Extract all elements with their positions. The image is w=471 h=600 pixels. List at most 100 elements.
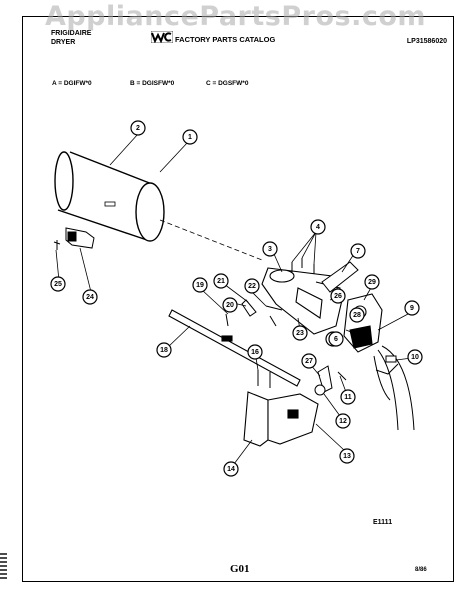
brand-label: FRIGIDAIRE DRYER bbox=[51, 29, 111, 47]
callout-11: 11 bbox=[340, 389, 356, 405]
callout-number: 11 bbox=[344, 394, 352, 401]
edge-registration-marks bbox=[0, 553, 7, 579]
callout-number: 2 bbox=[136, 125, 140, 132]
callout-18: 18 bbox=[156, 342, 172, 358]
catalog-part-number: LP31586020 bbox=[406, 38, 447, 45]
callout-circle bbox=[50, 276, 66, 292]
callout-9: 9 bbox=[404, 300, 420, 316]
callout-10: 10 bbox=[407, 349, 423, 365]
callout-21: 21 bbox=[213, 273, 229, 289]
support-bracket bbox=[243, 391, 319, 447]
screw-part bbox=[53, 240, 61, 250]
callout-circle bbox=[335, 413, 351, 429]
wiring-harness bbox=[373, 345, 415, 431]
callout-22: 22 bbox=[244, 278, 260, 294]
callout-number: 18 bbox=[160, 347, 168, 354]
callout-28: 28 bbox=[349, 307, 365, 323]
callout-circle bbox=[244, 278, 260, 294]
callout-circle bbox=[328, 331, 344, 347]
callout-26: 26 bbox=[330, 288, 346, 304]
callout-number: 1 bbox=[188, 134, 192, 141]
callout-circle bbox=[247, 344, 263, 360]
callout-number: 24 bbox=[86, 294, 94, 301]
callout-number: 9 bbox=[410, 305, 414, 312]
callout-circle bbox=[349, 307, 365, 323]
diagram-code: E1111 bbox=[373, 519, 393, 526]
date-code: 8/86 bbox=[415, 567, 427, 573]
callout-circle bbox=[223, 461, 239, 477]
callout-circle bbox=[222, 297, 238, 313]
callout-number: 28 bbox=[353, 312, 361, 319]
callout-circle bbox=[364, 274, 380, 290]
callout-6: 6 bbox=[328, 331, 344, 347]
igniter-rod bbox=[168, 309, 301, 387]
callout-number: 3 bbox=[268, 246, 272, 253]
callout-number: 10 bbox=[411, 354, 419, 361]
callout-14: 14 bbox=[223, 461, 239, 477]
callout-27: 27 bbox=[301, 353, 317, 369]
callout-circle bbox=[301, 353, 317, 369]
callout-number: 29 bbox=[368, 279, 376, 286]
drum-illustration bbox=[54, 151, 165, 242]
callout-number: 7 bbox=[356, 248, 360, 255]
callout-circle bbox=[82, 289, 98, 305]
callout-number: 12 bbox=[339, 418, 347, 425]
callout-circle bbox=[350, 243, 366, 259]
callout-circle bbox=[339, 448, 355, 464]
wci-logo-icon bbox=[151, 31, 173, 43]
callout-number: 13 bbox=[343, 453, 351, 460]
callout-4: 4 bbox=[310, 219, 326, 235]
callout-circle bbox=[292, 325, 308, 341]
callout-circle bbox=[192, 277, 208, 293]
callout-7: 7 bbox=[350, 243, 366, 259]
callout-number: 22 bbox=[248, 283, 256, 290]
callout-number: 16 bbox=[251, 349, 259, 356]
brand-line-1: FRIGIDAIRE bbox=[51, 30, 92, 37]
callout-circle bbox=[182, 129, 198, 145]
callout-circle bbox=[310, 219, 326, 235]
drum-axis-line bbox=[159, 219, 263, 261]
callout-circle bbox=[407, 349, 423, 365]
callout-2: 2 bbox=[130, 120, 146, 136]
catalog-title: FACTORY PARTS CATALOG bbox=[175, 35, 276, 44]
callout-circle bbox=[262, 241, 278, 257]
gas-valve bbox=[343, 293, 383, 353]
callout-number: 26 bbox=[334, 293, 342, 300]
callout-circle bbox=[156, 342, 172, 358]
callout-20: 20 bbox=[222, 297, 238, 313]
model-a: A = DGIFW*0 bbox=[52, 80, 92, 87]
callout-number: 20 bbox=[226, 302, 234, 309]
model-c: C = DGSFW*0 bbox=[206, 80, 249, 87]
callout-circle bbox=[330, 288, 346, 304]
leader-lines bbox=[55, 133, 413, 465]
callout-23: 23 bbox=[292, 325, 308, 341]
callout-3: 3 bbox=[262, 241, 278, 257]
screws bbox=[291, 258, 315, 274]
callout-circle bbox=[130, 120, 146, 136]
small-parts bbox=[225, 299, 283, 327]
callout-number: 14 bbox=[227, 466, 235, 473]
callout-13: 13 bbox=[339, 448, 355, 464]
bracket-part bbox=[65, 227, 95, 249]
callout-number: 6 bbox=[334, 336, 338, 343]
page-label: G01 bbox=[230, 563, 250, 575]
mounting-bracket bbox=[321, 261, 359, 293]
callout-number: 4 bbox=[316, 224, 320, 231]
screws-16 bbox=[257, 370, 271, 388]
callout-16: 16 bbox=[247, 344, 263, 360]
igniter-parts bbox=[314, 365, 347, 396]
model-b: B = DGISFW*0 bbox=[130, 80, 175, 87]
callout-circle bbox=[213, 273, 229, 289]
callout-25: 25 bbox=[50, 276, 66, 292]
callout-24: 24 bbox=[82, 289, 98, 305]
callout-circle bbox=[340, 389, 356, 405]
callout-29: 29 bbox=[364, 274, 380, 290]
callout-circle bbox=[404, 300, 420, 316]
callout-number: 19 bbox=[196, 282, 204, 289]
brand-line-2: DRYER bbox=[51, 39, 76, 46]
callout-12: 12 bbox=[335, 413, 351, 429]
callout-19: 19 bbox=[192, 277, 208, 293]
callout-number: 21 bbox=[217, 278, 225, 285]
callout-1: 1 bbox=[182, 129, 198, 145]
